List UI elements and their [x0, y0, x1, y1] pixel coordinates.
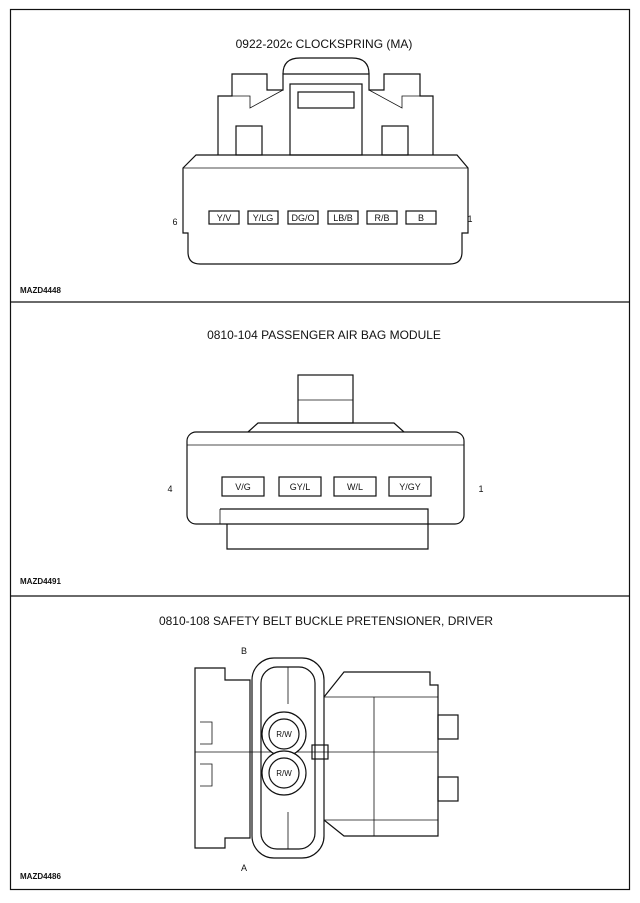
air-bag-cavities — [221, 476, 432, 497]
figure-reference-code: MAZD4448 — [20, 286, 61, 295]
clockspring-cavities — [208, 210, 437, 225]
wire-color-label: LB/B — [333, 213, 353, 223]
figure-reference-code: MAZD4486 — [20, 872, 61, 881]
pin-letter-bottom: A — [241, 863, 247, 873]
wire-color-label: R/W — [276, 769, 292, 778]
wire-color-label: DG/O — [291, 213, 314, 223]
panel-safety-belt-buckle-pretensioner: 0810-108 SAFETY BELT BUCKLE PRETENSIONER… — [20, 614, 493, 881]
panel-passenger-air-bag-module: 0810-104 PASSENGER AIR BAG MODULE V/G GY… — [20, 328, 484, 586]
wire-color-label: R/W — [276, 730, 292, 739]
pin-number-right: 1 — [478, 484, 483, 494]
wire-color-label: V/G — [235, 482, 251, 492]
sheet-frame — [9, 8, 631, 891]
figure-reference-code: MAZD4491 — [20, 577, 61, 586]
panel-title: 0810-108 SAFETY BELT BUCKLE PRETENSIONER… — [159, 614, 493, 628]
pretensioner-terminals — [261, 711, 307, 796]
clockspring-connector-body — [182, 57, 469, 265]
pretensioner-wire-labels: R/W R/W — [276, 730, 292, 778]
wire-color-label: R/B — [374, 213, 389, 223]
clockspring-wire-labels: Y/V Y/LG DG/O LB/B R/B B — [217, 213, 424, 223]
wire-color-label: Y/V — [217, 213, 232, 223]
pretensioner-connector-body — [194, 657, 459, 859]
wire-color-label: B — [418, 213, 424, 223]
wire-color-label: W/L — [347, 482, 363, 492]
wire-color-label: GY/L — [290, 482, 311, 492]
air-bag-wire-labels: V/G GY/L W/L Y/GY — [235, 482, 421, 492]
panel-clockspring: 0922-202c CLOCKSPRING (MA) — [20, 37, 473, 295]
panel-title: 0922-202c CLOCKSPRING (MA) — [236, 37, 413, 51]
pin-number-right: 1 — [467, 214, 472, 224]
pin-number-left: 6 — [172, 217, 177, 227]
pin-letter-top: B — [241, 646, 247, 656]
wire-color-label: Y/GY — [399, 482, 421, 492]
panel-title: 0810-104 PASSENGER AIR BAG MODULE — [207, 328, 441, 342]
pin-number-left: 4 — [167, 484, 172, 494]
air-bag-connector-body — [186, 374, 465, 550]
wire-color-label: Y/LG — [253, 213, 274, 223]
